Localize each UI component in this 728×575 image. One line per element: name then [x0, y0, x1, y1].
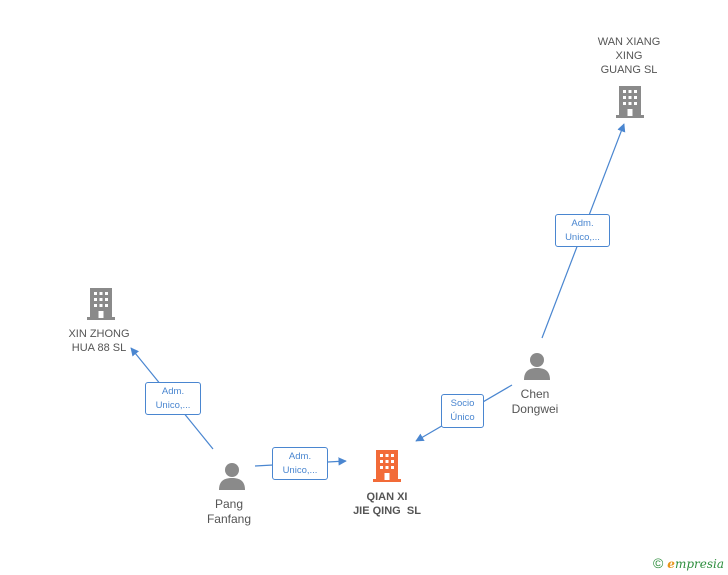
- node-label-qian-xi[interactable]: QIAN XI JIE QING SL: [353, 491, 421, 517]
- edge-label-chen-wan-xiang[interactable]: Adm. Unico,...: [555, 214, 610, 247]
- person-icon[interactable]: [524, 353, 550, 380]
- building-icon[interactable]: [87, 288, 115, 320]
- person-icon[interactable]: [219, 463, 245, 490]
- node-label-xin-zhong[interactable]: XIN ZHONG HUA 88 SL: [68, 328, 130, 354]
- node-label-chen[interactable]: Chen Dongwei: [511, 387, 559, 416]
- main-building-icon[interactable]: [373, 450, 401, 482]
- brand-logo: ©empresia: [652, 555, 724, 571]
- node-label-pang[interactable]: Pang Fanfang: [206, 497, 252, 526]
- edge-label-chen-qian-xi[interactable]: Socio Único: [441, 394, 484, 428]
- edge-label-pang-xin-zhong[interactable]: Adm. Unico,...: [145, 382, 201, 415]
- copyright-icon: ©: [652, 555, 664, 571]
- building-icon[interactable]: [616, 86, 644, 118]
- edge-label-pang-qian-xi[interactable]: Adm. Unico,...: [272, 447, 328, 480]
- node-label-wan-xiang[interactable]: WAN XIANG XING GUANG SL: [597, 36, 661, 76]
